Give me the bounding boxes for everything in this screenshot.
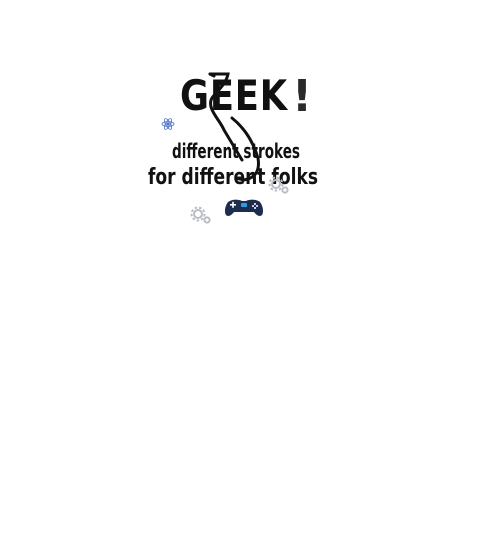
design-background xyxy=(132,62,340,272)
design-artwork: GEEK ! different strokes for different f… xyxy=(132,62,340,272)
gamepad-icon xyxy=(224,199,264,216)
eyeglasses-icon xyxy=(208,72,260,182)
headline-text: GEEK xyxy=(180,71,288,120)
gear-icon xyxy=(190,206,211,224)
t-shirt-design: GEEK ! different strokes for different f… xyxy=(132,62,340,272)
slogan-line-2: for different folks xyxy=(148,165,318,190)
atom-icon xyxy=(161,118,175,130)
gear-icon xyxy=(268,176,289,194)
exclamation-mark: ! xyxy=(292,71,312,122)
slogan-line-1: different strokes xyxy=(172,139,300,163)
